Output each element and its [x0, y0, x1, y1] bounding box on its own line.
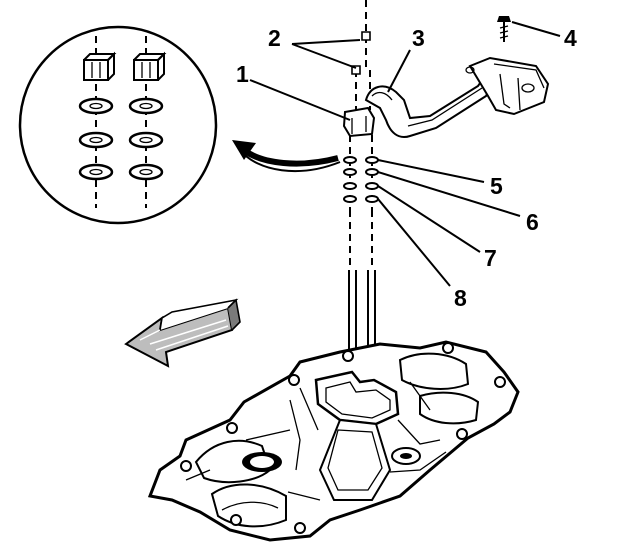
- detail-stack-right: [128, 36, 167, 208]
- intake-manifold: [147, 340, 520, 542]
- detail-stack-left: [78, 36, 117, 208]
- front-direction-arrow-icon: [124, 298, 241, 368]
- leader-lines: [249, 21, 561, 287]
- callout-5: 5: [490, 173, 503, 199]
- callout-1: 1: [236, 61, 249, 87]
- callout-6: 6: [526, 209, 539, 235]
- callout-8: 8: [454, 285, 467, 311]
- callout-2: 2: [268, 25, 281, 51]
- callout-7: 7: [484, 245, 497, 271]
- detail-magnifier: [18, 25, 218, 225]
- callout-labels: 1 2 3 4 5 6 7 8: [236, 25, 577, 311]
- washer-stack: [343, 156, 379, 203]
- callout-3: 3: [412, 25, 425, 51]
- pointer-arrow-icon: [232, 140, 341, 173]
- callout-4: 4: [564, 25, 577, 51]
- bracket-assembly: [342, 16, 550, 138]
